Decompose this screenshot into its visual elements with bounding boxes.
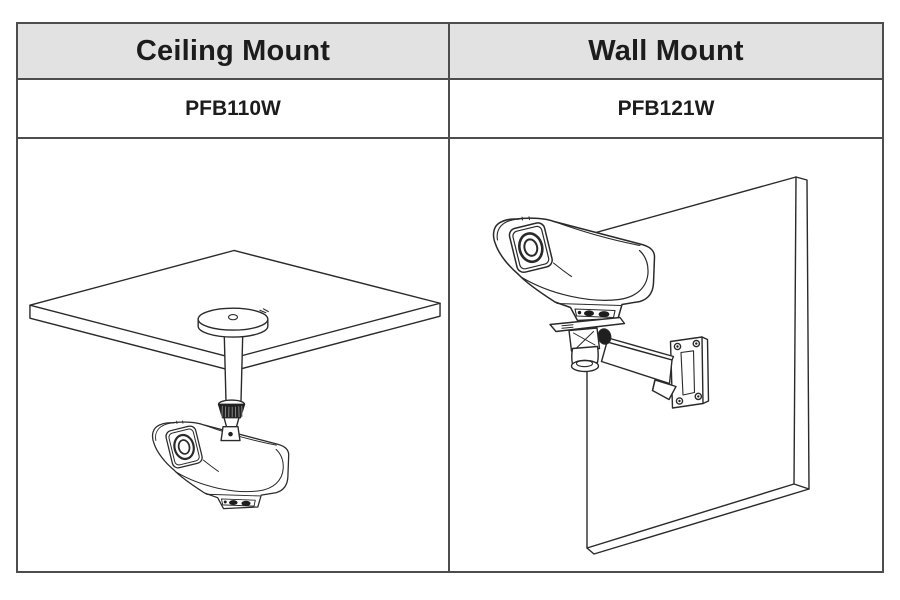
- model-label-pfb121w: PFB121W: [617, 96, 715, 120]
- base-notch: [259, 308, 269, 314]
- header-wall-mount-label: Wall Mount: [588, 34, 744, 67]
- wall-mount-illustration: [492, 176, 810, 555]
- pivot-joint: [549, 316, 626, 373]
- locking-screw-knob: [597, 328, 612, 345]
- round-mount-base: [197, 307, 269, 338]
- header-wall-mount: Wall Mount: [450, 24, 882, 80]
- mount-options-table: Ceiling Mount Wall Mount PFB110W PFB121W: [16, 22, 884, 573]
- mounting-screws: [673, 339, 703, 405]
- wall-bracket-plate: [669, 336, 710, 409]
- header-ceiling-mount: Ceiling Mount: [18, 24, 450, 80]
- model-cell-ceiling: PFB110W: [18, 80, 450, 139]
- bracket-arm: [600, 337, 677, 401]
- ceiling-mount-illustration: [29, 249, 441, 510]
- knurled-adjuster-knob: [217, 399, 246, 428]
- model-cell-wall: PFB121W: [450, 80, 882, 139]
- bullet-camera: [151, 419, 290, 510]
- model-label-pfb110w: PFB110W: [185, 96, 281, 120]
- header-ceiling-mount-label: Ceiling Mount: [135, 34, 331, 67]
- ceiling-mount-figure-cell: [18, 139, 450, 571]
- wall-mount-figure-cell: [450, 139, 882, 571]
- camera-mount-tab: [220, 425, 241, 442]
